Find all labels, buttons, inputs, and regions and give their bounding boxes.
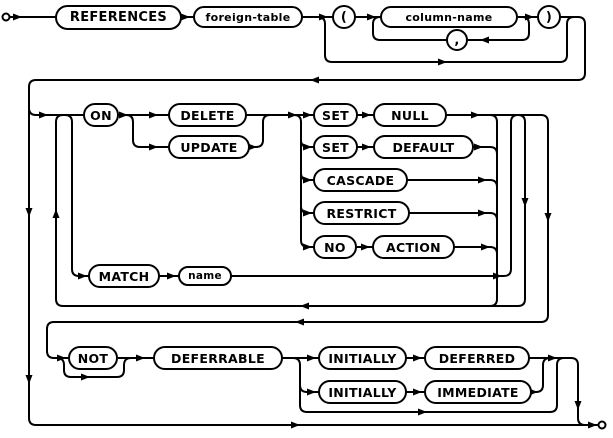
match-node: MATCH xyxy=(88,264,160,288)
set-2-node: SET xyxy=(313,135,358,159)
not-node: NOT xyxy=(68,346,118,370)
arrowhead xyxy=(307,388,316,396)
main-line xyxy=(9,16,598,426)
arrowhead xyxy=(478,209,487,217)
foreign-table-node: foreign-table xyxy=(193,6,303,28)
update-merge xyxy=(250,114,271,148)
arrowhead xyxy=(307,354,316,362)
arrowhead xyxy=(303,243,312,251)
arrowhead xyxy=(493,272,502,280)
arrowheads xyxy=(13,13,597,429)
arrowhead xyxy=(361,243,370,251)
delete-node: DELETE xyxy=(168,103,247,127)
arrowhead xyxy=(181,13,190,21)
arrowhead xyxy=(413,388,422,396)
arrowhead xyxy=(303,209,312,217)
arrowhead xyxy=(52,209,60,218)
arrowhead xyxy=(521,198,529,207)
set-1-node: SET xyxy=(313,103,358,127)
initially-2-node: INITIALLY xyxy=(318,380,407,404)
arrowhead xyxy=(418,408,427,416)
deferrable-row-and-end-rail xyxy=(118,357,586,426)
end-terminal xyxy=(597,420,607,430)
arrowhead xyxy=(136,354,145,362)
arrowhead xyxy=(367,13,376,21)
immediate-node: IMMEDIATE xyxy=(424,380,532,404)
arrowhead xyxy=(149,111,158,119)
arrowhead xyxy=(149,143,158,151)
immediate-merge xyxy=(532,357,551,393)
start-terminal xyxy=(1,12,11,22)
deferred-node: DEFERRED xyxy=(424,346,530,370)
arrowhead xyxy=(319,13,328,21)
arrowhead xyxy=(303,176,312,184)
arrowhead xyxy=(525,13,534,21)
arrowhead xyxy=(57,354,66,362)
arrowhead xyxy=(13,13,22,21)
arrowhead xyxy=(474,143,483,151)
arrowhead xyxy=(362,111,371,119)
no-node: NO xyxy=(313,235,357,259)
arrowhead xyxy=(25,375,33,384)
loop-return-rail xyxy=(55,114,518,307)
arrowhead xyxy=(39,111,48,119)
on-node: ON xyxy=(83,103,119,127)
comma-node: , xyxy=(446,29,468,51)
arrowhead xyxy=(544,213,552,222)
arrowhead xyxy=(25,208,33,217)
loop-entry-branch xyxy=(28,107,37,116)
update-branch xyxy=(125,114,168,148)
arrowhead xyxy=(438,58,447,66)
arrowhead xyxy=(303,143,312,151)
arrowhead xyxy=(119,111,128,119)
deferrable-node: DEFERRABLE xyxy=(153,346,283,370)
name-node: name xyxy=(178,266,232,286)
not-bypass xyxy=(56,357,132,378)
arrowhead xyxy=(413,354,422,362)
arrowhead xyxy=(81,373,90,381)
match-row-and-arch xyxy=(79,113,526,307)
arrowhead xyxy=(481,243,490,251)
arrowhead xyxy=(167,272,176,280)
arrowhead xyxy=(288,111,297,119)
arrowhead xyxy=(295,318,304,326)
arrowhead xyxy=(478,176,487,184)
default-node: DEFAULT xyxy=(373,135,474,159)
update-node: UPDATE xyxy=(168,135,250,159)
match-branch-rail xyxy=(64,114,88,277)
arrowhead xyxy=(588,421,597,429)
arrowhead xyxy=(300,302,309,310)
arrowhead xyxy=(291,421,300,429)
arrowhead xyxy=(471,111,480,119)
arrowhead xyxy=(248,143,257,151)
restrict-node: RESTRICT xyxy=(313,201,410,225)
close-paren-node: ) xyxy=(537,5,561,29)
arrowhead xyxy=(303,111,312,119)
initially-immediate-branch xyxy=(292,357,318,393)
initially-1-node: INITIALLY xyxy=(318,346,407,370)
arrowhead xyxy=(310,76,319,84)
arrowhead xyxy=(574,401,582,410)
references-node: REFERENCES xyxy=(55,5,182,30)
actions-merge-rail xyxy=(489,114,498,307)
arrowhead xyxy=(362,143,371,151)
arrowhead xyxy=(548,354,557,362)
arrowhead xyxy=(78,272,87,280)
arrowhead xyxy=(480,36,489,44)
column-name-node: column-name xyxy=(380,6,518,28)
cascade-node: CASCADE xyxy=(313,168,408,192)
initially-bypass xyxy=(299,357,565,413)
open-paren-node: ( xyxy=(332,5,356,29)
action-node: ACTION xyxy=(372,235,455,259)
null-node: NULL xyxy=(373,103,447,127)
